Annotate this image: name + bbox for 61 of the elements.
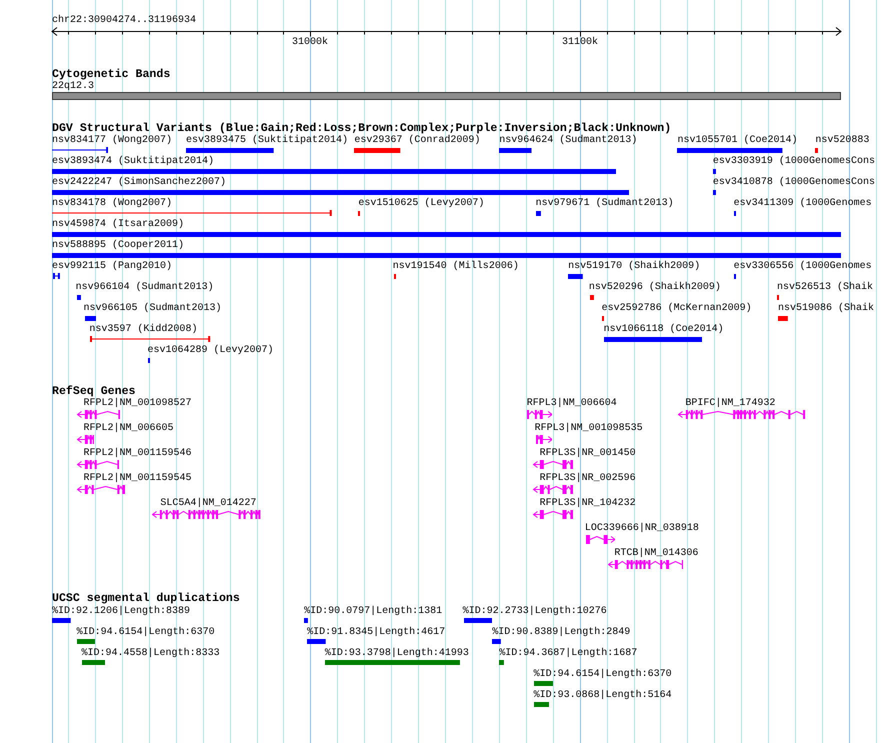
variant-label: nsv191540 (Mills2006) [392,260,519,272]
duplication-label: %ID:93.0868|Length:5164 [534,690,672,700]
variant-label: esv3411309 (1000Genomes [734,198,872,208]
variant-label: nsv966105 (Sudmant2013) [84,302,222,314]
duplication-label: %ID:90.0797|Length:1381 [304,606,442,616]
gene-label: RFPL2|NM_001159546 [84,448,192,458]
gene-label: LOC339666|NR_038918 [584,522,699,534]
variant-label: esv1510625 (Levy2007) [358,198,484,208]
variant-label: esv3893474 (Suktitipat2014) [52,156,214,166]
variant-label: nsv966104 (Sudmant2013) [76,282,214,292]
duplication-label: %ID:91.8345|Length:4617 [307,626,446,638]
variant-label: nsv834177 (Wong2007) [52,134,172,146]
variant-label: esv29367 (Conrad2009) [354,134,480,146]
gene-label: SLC5A4|NM_014227 [160,498,256,508]
gene-label: RFPL2|NM_001159545 [84,472,192,484]
variant-label: esv3306556 (1000Genomes [734,260,872,272]
variant-label: esv992115 (Pang2010) [52,260,172,272]
variant-label: nsv526513 (Shaik [776,282,873,292]
variant-label: esv1064289 (Levy2007) [148,344,274,356]
duplication-label: %ID:94.6154|Length:6370 [76,626,215,638]
variant-label: nsv519170 (Shaikh2009) [568,260,700,272]
gene-label: RFPL3|NM_001098535 [534,422,643,434]
variant-label: nsv3597 (Kidd2008) [89,324,198,334]
duplication-label: %ID:94.3687|Length:1687 [499,648,638,658]
variant-label: nsv588895 (Cooper2011) [52,240,184,250]
variant-label: nsv519086 (Shaik [778,302,874,314]
variant-label: nsv979671 (Sudmant2013) [536,198,674,208]
variant-label: esv2592786 (McKernan2009) [602,302,752,314]
gene-label: RTCB|NM_014306 [614,548,698,558]
variant-label: nsv520296 (Shaikh2009) [588,282,721,292]
gene-label: RFPL3S|NR_001450 [540,448,636,458]
track-heading: DGV Structural Variants (Blue:Gain;Red:Loss;Brown:Complex;Purple:Inversion;Black:Unknown) [52,122,672,134]
track-heading: RefSeq Genes [52,384,136,398]
duplication-label: %ID:94.6154|Length:6370 [534,668,672,680]
variant-label: esv2422247 (SimonSanchez2007) [52,176,226,188]
gene-label: RFPL2|NM_006605 [84,422,174,434]
variant-label: nsv459874 (Itsara2009) [52,218,184,230]
variant-label: nsv1066118 (Coe2014) [604,324,724,334]
cytoband-label: 22q12.3 [52,80,94,92]
variant-label: nsv964624 (Sudmant2013) [499,134,638,146]
track-heading: Cytogenetic Bands [52,68,170,80]
variant-label: esv3303919 (1000GenomesCons [712,156,875,166]
gene-label: RFPL3S|NR_104232 [540,498,636,508]
duplication-label: %ID:94.4558|Length:8333 [82,648,220,658]
variant-label: esv3410878 (1000GenomesCons [712,176,875,188]
duplication-label: %ID:90.8389|Length:2849 [492,626,630,638]
duplication-label: %ID:93.3798|Length:41993 [324,648,469,658]
coordinate-label: chr22:30904274..31196934 [52,14,196,26]
duplication-label: %ID:92.2733|Length:10276 [462,606,607,616]
tick-label: 31100k [562,36,598,48]
duplication-label: %ID:92.1206|Length:8389 [52,606,190,616]
track-heading: UCSC segmental duplications [52,592,240,604]
gene-label: BPIFC|NM_174932 [685,398,776,408]
gene-label: RFPL2|NM_001098527 [84,398,192,408]
variant-label: nsv520883 [815,134,870,146]
variant-label: nsv834178 (Wong2007) [52,198,172,208]
variant-label: esv3893475 (Suktitipat2014) [186,134,348,146]
tick-label: 31000k [292,36,328,48]
variant-label: nsv1055701 (Coe2014) [677,134,798,146]
gene-label: RFPL3|NM_006604 [526,398,617,408]
gene-label: RFPL3S|NR_002596 [540,472,636,484]
